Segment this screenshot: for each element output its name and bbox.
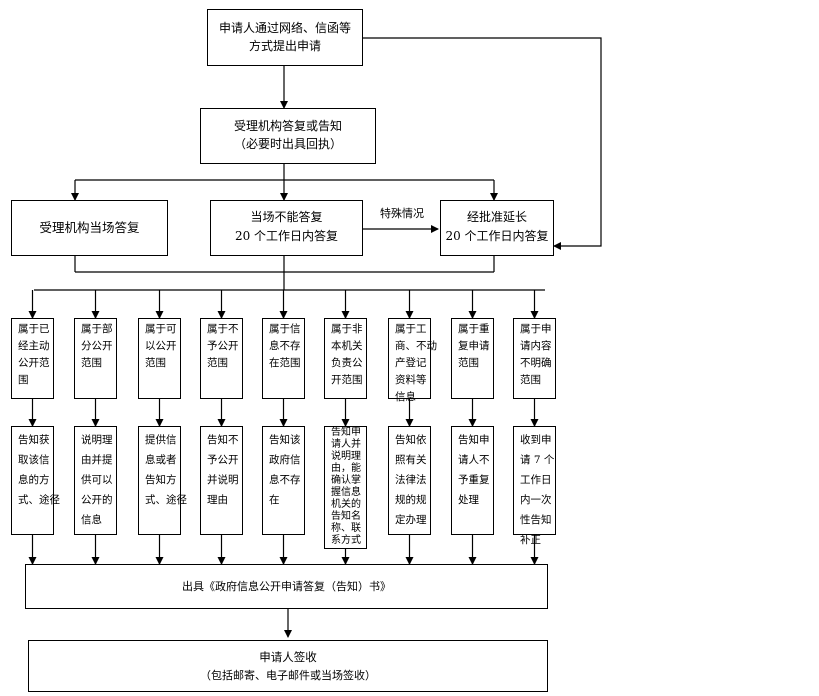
category-box-5: 属于信 息不存 在范围 (262, 318, 305, 399)
action-box-7: 告知依 照有关 法律法 规的规 定办理 (388, 426, 431, 535)
action-label: 提供信 息或者 告知方 式、途径 (145, 434, 187, 506)
application-line2: 方式提出申请 (248, 39, 321, 53)
box-application: 申请人通过网络、信函等 方式提出申请 (207, 9, 363, 66)
action-label: 告知该 政府信 息不存 在 (269, 434, 301, 506)
action-box-6: 告知申 请人并 说明理 由，能 确认掌 握信息 机关的 告知名 称、联 系方式 (324, 426, 367, 549)
box-applicant-sign: 申请人签收 （包括邮寄、电子邮件或当场签收） (28, 640, 548, 692)
category-label: 属于非 本机关 负责公 开范围 (331, 323, 363, 386)
box-accept: 受理机构答复或告知 （必要时出具回执） (200, 108, 376, 164)
box-extend: 经批准延长 20 个工作日内答复 (440, 200, 554, 256)
category-label: 属于重 复申请 范围 (458, 323, 490, 369)
accept-line2: （必要时出具回执） (233, 137, 342, 151)
category-box-9: 属于申 请内容 不明确 范围 (513, 318, 556, 399)
action-box-4: 告知不 予公开 并说明 理由 (200, 426, 243, 535)
action-box-1: 告知获 取该信 息的方 式、途径 (11, 426, 60, 535)
extend-line1: 经批准延长 (466, 210, 527, 224)
category-box-1: 属于已 经主动 公开范 围 (11, 318, 54, 399)
issue-reply-label: 出具《政府信息公开申请答复（告知）书》 (182, 580, 391, 593)
action-label: 告知申 请人不 予重复 处理 (458, 434, 490, 506)
arrow-start-to-extend (363, 37, 602, 250)
action-label: 告知获 取该信 息的方 式、途径 (18, 434, 60, 506)
special-case-label: 特殊情况 (380, 207, 424, 220)
category-box-6: 属于非 本机关 负责公 开范围 (324, 318, 367, 399)
action-label: 告知申 请人并 说明理 由，能 确认掌 握信息 机关的 告知名 称、联 系方式 (331, 427, 361, 546)
category-label: 属于信 息不存 在范围 (269, 323, 301, 369)
category-label: 属于不 予公开 范围 (207, 323, 239, 369)
action-label: 告知不 予公开 并说明 理由 (207, 434, 239, 506)
action-label: 收到申 请 7 个 工作日 内一次 性告知 补正 (520, 434, 555, 546)
action-box-2: 说明理 由并提 供可以 公开的 信息 (74, 426, 117, 535)
action-box-8: 告知申 请人不 予重复 处理 (451, 426, 494, 535)
not-onsite-line1: 当场不能答复 (250, 210, 323, 224)
not-onsite-line2: 20 个工作日内答复 (234, 229, 339, 243)
action-box-9: 收到申 请 7 个 工作日 内一次 性告知 补正 (513, 426, 556, 546)
box-onsite-reply: 受理机构当场答复 (11, 200, 168, 256)
action-box-5: 告知该 政府信 息不存 在 (262, 426, 305, 535)
box-issue-reply: 出具《政府信息公开申请答复（告知）书》 (25, 564, 548, 609)
category-label: 属于已 经主动 公开范 围 (18, 323, 50, 386)
category-label: 属于部 分公开 范围 (81, 323, 113, 369)
category-label: 属于工 商、不动 产登记 资料等 信息 (395, 323, 437, 403)
category-label: 属于申 请内容 不明确 范围 (520, 323, 552, 386)
action-box-3: 提供信 息或者 告知方 式、途径 (138, 426, 187, 535)
category-box-4: 属于不 予公开 范围 (200, 318, 243, 399)
category-label: 属于可 以公开 范围 (145, 323, 177, 369)
applicant-sign-line1: 申请人签收 (259, 650, 317, 664)
onsite-reply-label: 受理机构当场答复 (39, 220, 140, 235)
extend-line2: 20 个工作日内答复 (445, 229, 549, 243)
category-box-2: 属于部 分公开 范围 (74, 318, 117, 399)
action-label: 说明理 由并提 供可以 公开的 信息 (81, 434, 113, 526)
category-box-3: 属于可 以公开 范围 (138, 318, 181, 399)
accept-line1: 受理机构答复或告知 (233, 119, 342, 133)
applicant-sign-line2: （包括邮寄、电子邮件或当场签收） (200, 669, 376, 682)
box-not-onsite: 当场不能答复 20 个工作日内答复 (210, 200, 363, 256)
action-label: 告知依 照有关 法律法 规的规 定办理 (395, 434, 427, 526)
category-box-7: 属于工 商、不动 产登记 资料等 信息 (388, 318, 437, 403)
application-line1: 申请人通过网络、信函等 (218, 21, 351, 35)
category-box-8: 属于重 复申请 范围 (451, 318, 494, 399)
